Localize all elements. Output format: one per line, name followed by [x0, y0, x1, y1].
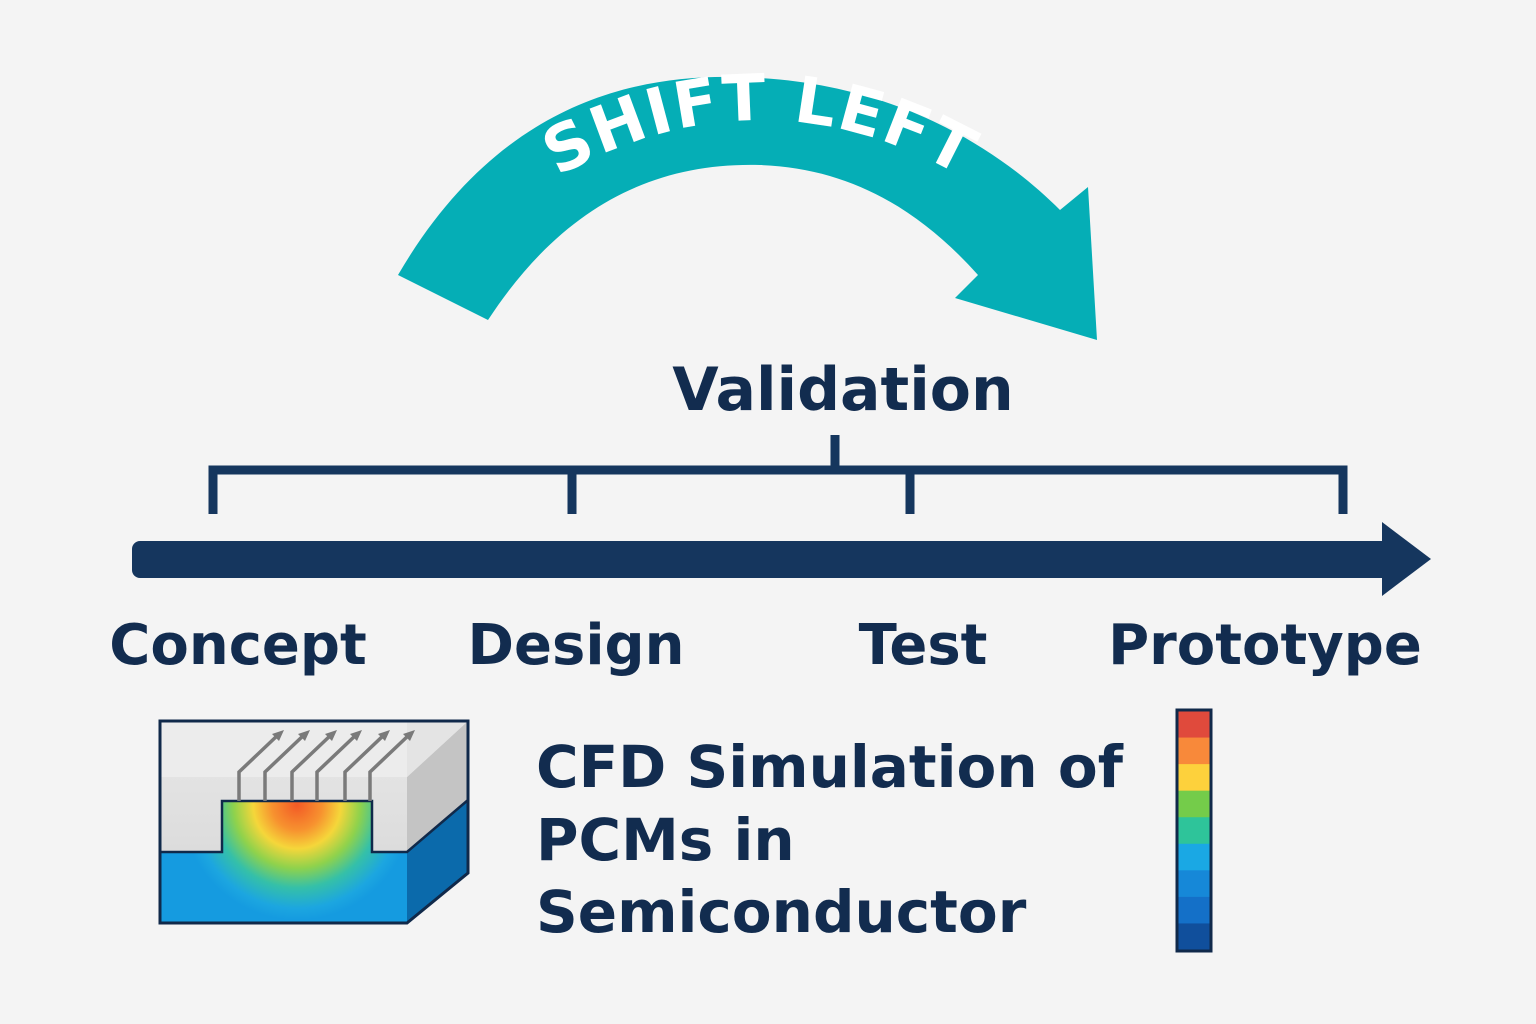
- color-scale-bar: [1178, 711, 1210, 951]
- cfd-block-illustration: [158, 719, 470, 925]
- shift-left-label: SHIFT LEFT: [531, 61, 988, 190]
- validation-bracket: [208, 435, 1348, 514]
- stage-prototype: Prototype: [1108, 613, 1422, 678]
- color-scale-border: [1175, 708, 1213, 953]
- color-scale-step: [1178, 870, 1210, 898]
- stage-concept: Concept: [109, 613, 366, 678]
- color-scale-step: [1178, 896, 1210, 924]
- caption-line-3: Semiconductor: [536, 878, 1027, 946]
- caption-line-1: CFD Simulation of: [536, 733, 1124, 801]
- stage-test: Test: [859, 613, 988, 678]
- curved-arrow-icon: [398, 76, 1097, 340]
- validation-label: Validation: [672, 355, 1013, 425]
- caption-line-2: PCMs in: [536, 806, 795, 874]
- color-scale-step: [1178, 764, 1210, 792]
- color-scale-step: [1178, 711, 1210, 739]
- shift-left-arrow: SHIFT LEFT: [398, 61, 1097, 340]
- color-scale-step: [1178, 817, 1210, 845]
- color-scale-step: [1178, 923, 1210, 951]
- stage-design: Design: [468, 613, 685, 678]
- heat-flow-arrows-icon: [237, 732, 412, 801]
- color-scale-step: [1178, 737, 1210, 765]
- timeline-arrow: [132, 522, 1431, 596]
- color-scale-step: [1178, 790, 1210, 818]
- color-scale-step: [1178, 843, 1210, 871]
